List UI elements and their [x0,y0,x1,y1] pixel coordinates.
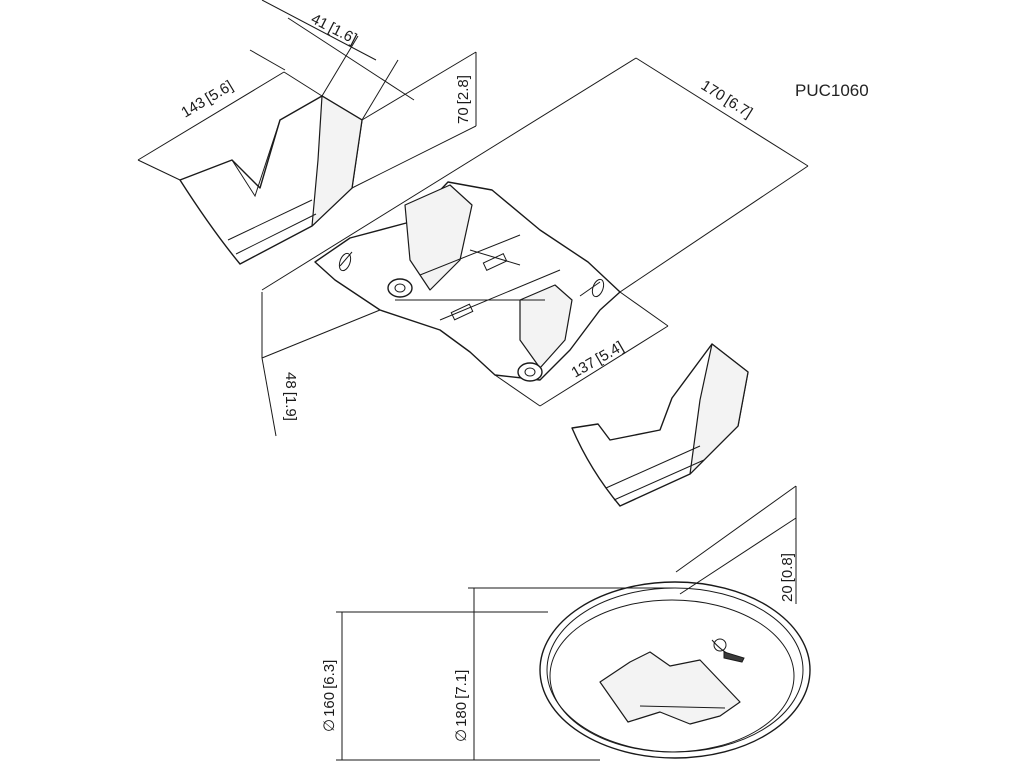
svg-text:∅180[7.1]: ∅180[7.1] [453,670,470,742]
dimension-70: 70[2.8] [351,51,477,189]
mounting-bracket [314,181,621,382]
model-code: PUC1060 [795,81,869,100]
dimension-diameter-180: ∅180[7.1] [453,587,676,760]
svg-text:∅160[6.3]: ∅160[6.3] [321,660,338,732]
bracket-bolt-right [517,362,543,382]
brand-logo [711,638,745,663]
upper-cover-shell [179,95,363,265]
svg-text:48[1.9]: 48[1.9] [282,372,299,421]
svg-text:41[1.6]: 41[1.6] [308,10,359,47]
svg-text:143[5.6]: 143[5.6] [178,77,236,121]
dimension-diameter-160: ∅160[6.3] [321,611,600,761]
ceiling-plate [539,581,811,759]
svg-text:20[0.8]: 20[0.8] [779,553,796,602]
dimension-20: 20[0.8] [675,485,797,604]
dimension-48: 48[1.9] [261,292,381,437]
lower-cover-shell [571,343,749,507]
svg-text:137[5.4]: 137[5.4] [569,338,627,381]
bracket-bolt-left [387,278,413,298]
svg-text:70[2.8]: 70[2.8] [455,75,472,124]
dimension-41: 41[1.6] [249,0,415,121]
